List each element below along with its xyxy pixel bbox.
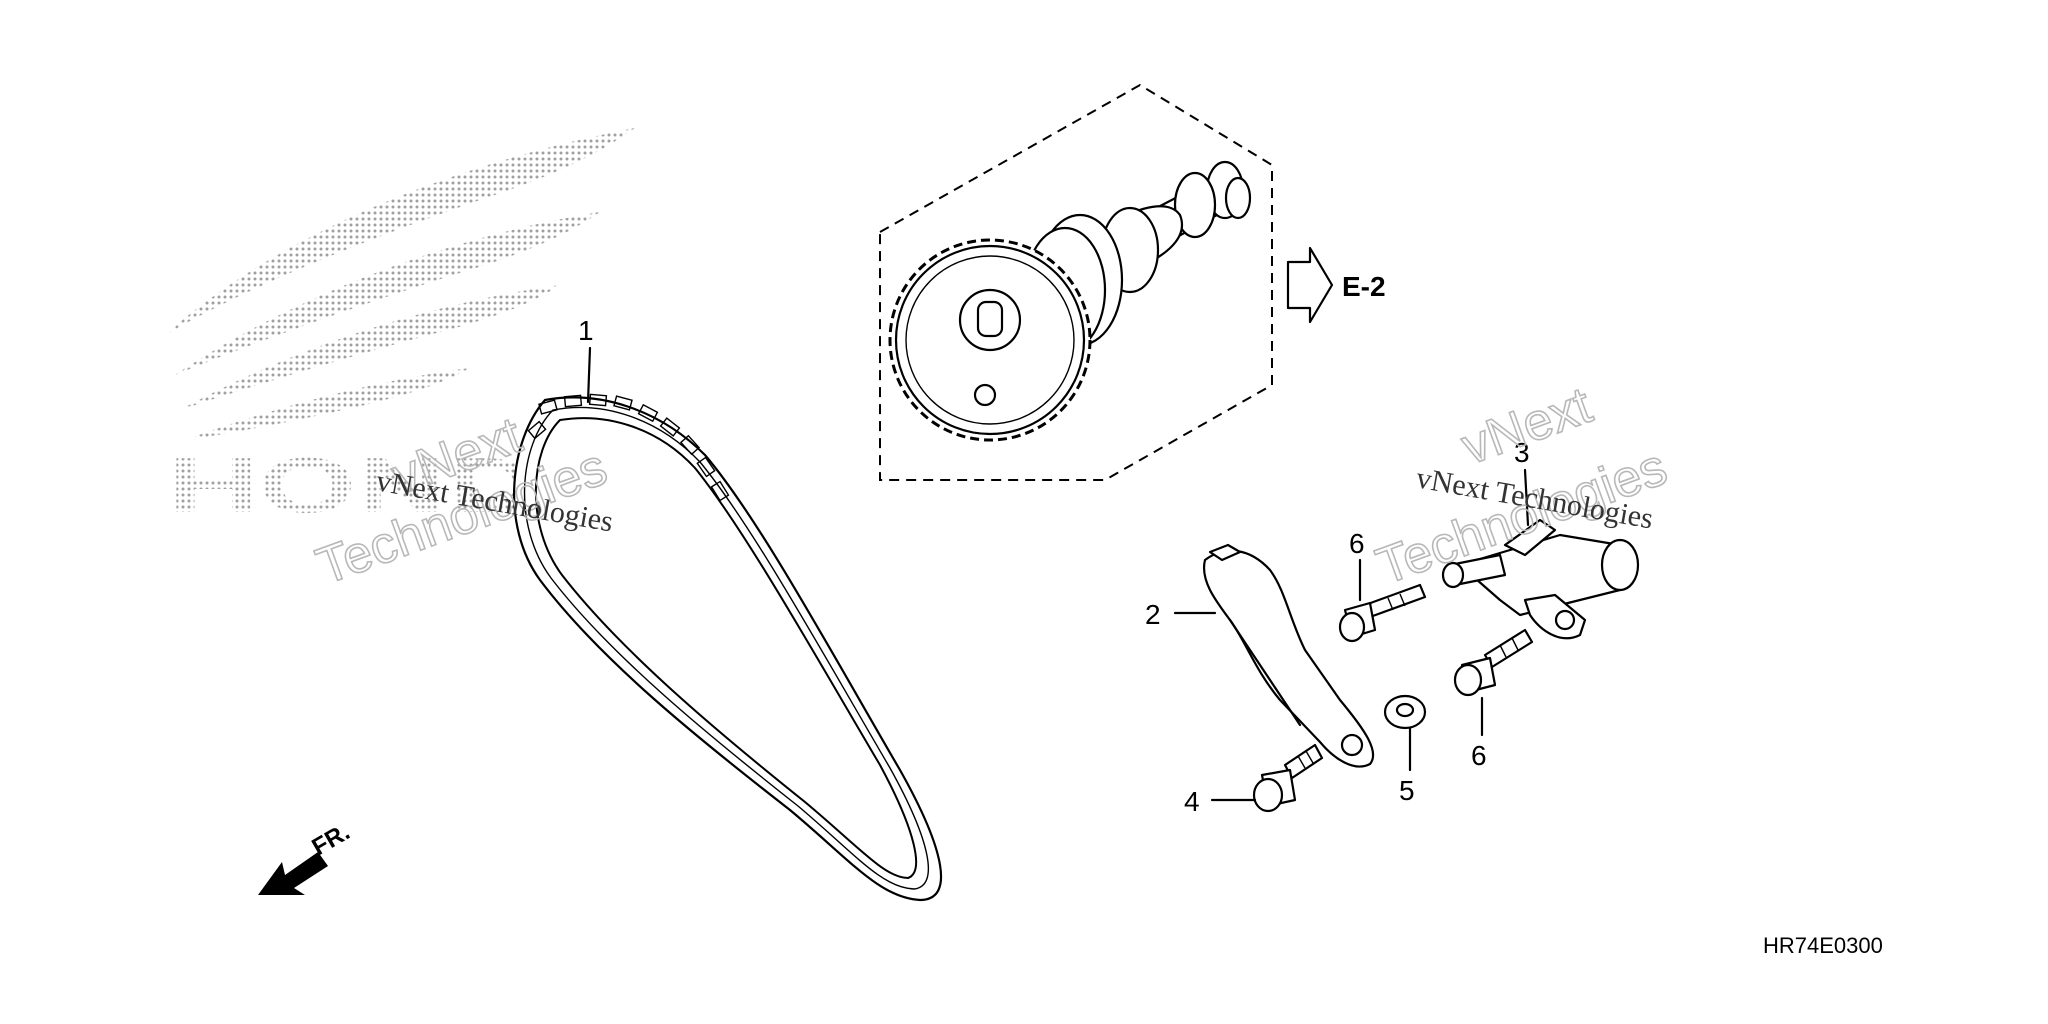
front-direction: FR. [258,818,354,895]
svg-text:E-2: E-2 [1342,271,1386,302]
bolt-6-upper [1338,583,1427,643]
callout-3: 3 [1514,437,1530,527]
svg-text:6: 6 [1471,740,1487,771]
callout-2: 2 [1145,599,1217,630]
svg-text:6: 6 [1349,528,1365,559]
callout-6a: 6 [1349,528,1365,602]
washer-5 [1383,694,1427,730]
svg-text:3: 3 [1514,437,1530,468]
callout-6b: 6 [1471,696,1487,771]
camshaft-assembly [879,83,1273,481]
svg-text:1: 1 [578,315,594,346]
bolt-6-lower [1453,628,1534,697]
tensioner-lifter [1441,518,1640,640]
bolt-4 [1252,743,1324,813]
svg-text:4: 4 [1184,786,1200,817]
cam-sprocket-gear [888,238,1092,442]
callout-5: 5 [1399,726,1415,806]
front-arrow-icon [258,852,328,895]
assembly-boundary [879,83,1273,481]
callout-4: 4 [1184,786,1257,817]
svg-text:2: 2 [1145,599,1161,630]
reference-arrow-icon [1286,246,1334,324]
svg-text:5: 5 [1399,775,1415,806]
cam-chain [513,393,943,902]
callout-1: 1 [578,315,594,404]
tensioner-slipper [1202,543,1375,768]
reference-e2: E-2 [1286,246,1386,324]
diagram-code: HR74E0300 [1763,933,1883,958]
